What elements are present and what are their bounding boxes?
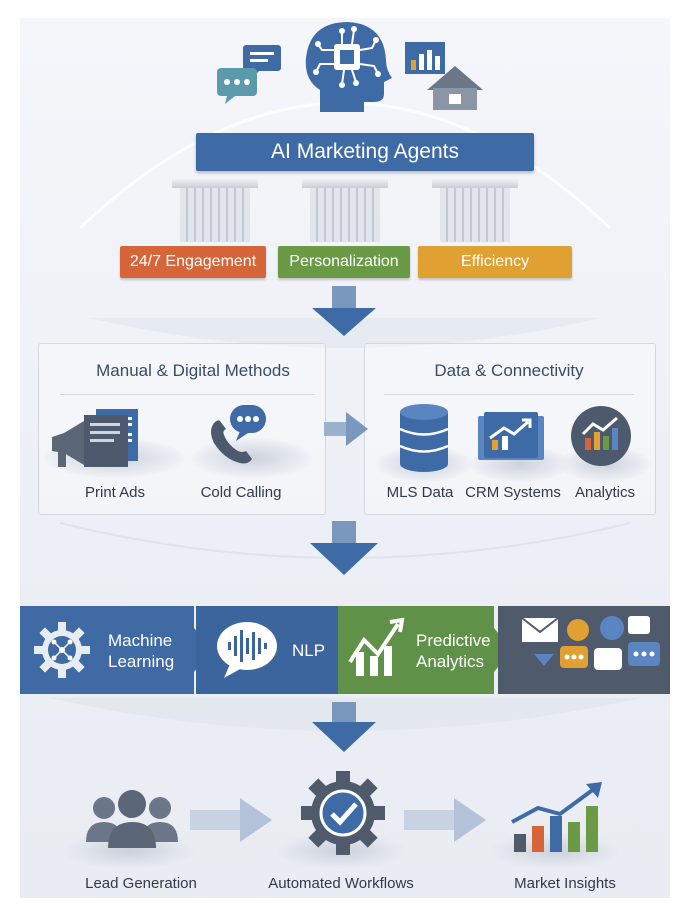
manual-title: Manual & Digital Methods <box>96 361 290 380</box>
pillar-right <box>432 178 518 242</box>
lead-generation-label: Lead Generation <box>85 875 197 892</box>
tech-messaging <box>498 606 670 694</box>
chat-bubbles-icon <box>217 45 281 104</box>
benefit-personalization: Personalization <box>278 246 410 278</box>
bar-growth-icon <box>511 782 602 852</box>
benefit-engagement: 24/7 Engagement <box>120 246 266 278</box>
shadow <box>192 438 312 478</box>
right-arrow <box>190 798 272 842</box>
page-title: AI Marketing Agents <box>196 133 534 171</box>
cold-calling-label: Cold Calling <box>200 484 282 501</box>
benefit-efficiency: Efficiency <box>418 246 572 278</box>
pa-label-line1: Predictive <box>416 631 491 650</box>
speech-wave-icon <box>217 622 277 678</box>
down-arrow-1 <box>312 286 376 336</box>
pillar-left <box>172 178 258 242</box>
ml-label-line2: Learning <box>108 652 175 671</box>
right-arrow <box>404 798 486 842</box>
ai-head-icon <box>305 22 392 112</box>
gear-network-icon <box>34 622 90 678</box>
diagram-canvas: AI Marketing Agents 24/7 Engagement Pers… <box>20 18 670 898</box>
analytics-label: Analytics <box>574 484 636 501</box>
market-insights-label: Market Insights <box>514 875 616 892</box>
pillar-center <box>302 178 388 242</box>
print-ads-label: Print Ads <box>84 484 146 501</box>
tech-nlp: NLP <box>196 606 342 694</box>
chart-house-icon <box>405 42 483 110</box>
lower-arc <box>50 698 640 752</box>
mls-data-label: MLS Data <box>386 484 454 501</box>
crm-systems-label: CRM Systems <box>465 484 561 501</box>
line-chart-icon <box>348 617 405 676</box>
check-gear-icon <box>301 771 385 855</box>
people-icon <box>86 790 178 848</box>
crm-icon <box>478 412 544 460</box>
data-title: Data & Connectivity <box>434 361 584 380</box>
messages-icon <box>521 616 660 670</box>
tech-predictive-analytics: Predictive Analytics <box>338 606 494 694</box>
analytics-icon <box>571 406 631 466</box>
divider <box>384 394 634 395</box>
automated-workflows-label: Automated Workflows <box>268 875 414 892</box>
pa-label-line2: Analytics <box>416 652 485 671</box>
print-ads-icon <box>52 409 138 467</box>
nlp-label: NLP <box>292 641 326 660</box>
right-arrow <box>324 412 368 446</box>
divider <box>60 394 315 395</box>
phone-icon <box>211 405 266 464</box>
tech-machine-learning: Machine Learning <box>20 606 194 694</box>
mid-arc <box>59 521 631 575</box>
database-icon <box>399 404 449 472</box>
ml-label-line1: Machine <box>108 631 173 650</box>
